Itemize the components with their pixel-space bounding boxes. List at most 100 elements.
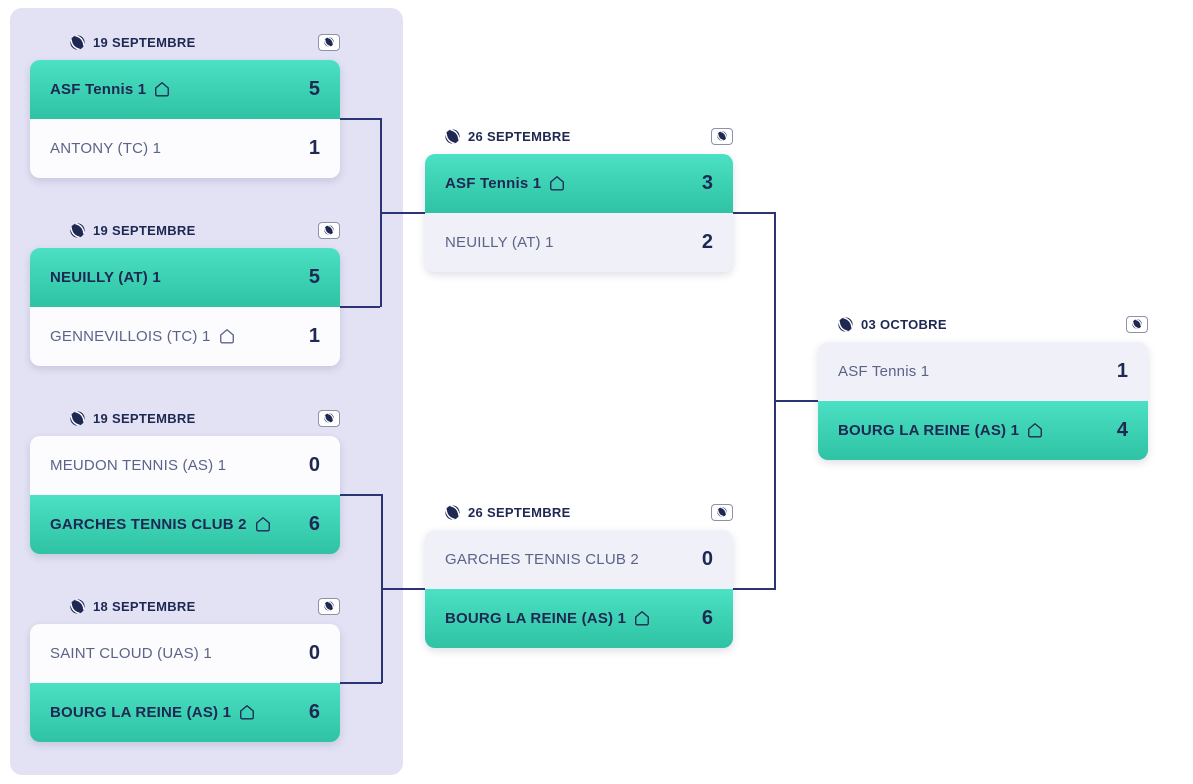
connector-line — [381, 588, 425, 590]
match-date: 19 SEPTEMBRE — [93, 34, 196, 50]
match-details-button[interactable] — [318, 33, 340, 51]
tennis-ball-icon — [324, 413, 334, 423]
team-score: 5 — [308, 78, 320, 100]
home-icon — [633, 610, 651, 627]
match-header: 26 SEPTEMBRE — [425, 126, 733, 146]
team-row[interactable]: BOURG LA REINE (AS) 1 6 — [30, 683, 340, 742]
team-name: ASF Tennis 1 — [838, 363, 930, 380]
home-icon — [153, 81, 171, 98]
match-card: SAINT CLOUD (UAS) 1 0 BOURG LA REINE (AS… — [30, 624, 340, 742]
connector-line — [340, 306, 380, 308]
connector-line — [340, 682, 382, 684]
tennis-ball-icon — [324, 37, 334, 47]
match-header: 19 SEPTEMBRE — [30, 220, 340, 240]
match-details-button[interactable] — [1126, 315, 1148, 333]
match-card: GARCHES TENNIS CLUB 2 0 BOURG LA REINE (… — [425, 530, 733, 648]
team-score: 0 — [308, 642, 320, 664]
match-date: 26 SEPTEMBRE — [468, 504, 571, 520]
match-date: 03 OCTOBRE — [861, 316, 947, 332]
match-card: ASF Tennis 1 3 NEUILLY (AT) 1 2 — [425, 154, 733, 272]
match-date: 19 SEPTEMBRE — [93, 410, 196, 426]
tennis-ball-icon — [70, 598, 85, 614]
tennis-ball-icon — [445, 504, 460, 520]
team-score: 3 — [701, 172, 713, 194]
team-score: 1 — [1116, 360, 1128, 382]
team-name: GARCHES TENNIS CLUB 2 — [445, 551, 639, 568]
team-score: 6 — [308, 513, 320, 535]
team-row[interactable]: BOURG LA REINE (AS) 1 4 — [818, 401, 1148, 460]
tennis-ball-icon — [70, 34, 85, 50]
connector-line — [733, 588, 775, 590]
team-name: NEUILLY (AT) 1 — [445, 234, 554, 251]
match-sf1: 26 SEPTEMBRE ASF Tennis 1 3 NEUILLY (AT)… — [425, 126, 733, 272]
match-card: ASF Tennis 1 1 BOURG LA REINE (AS) 1 4 — [818, 342, 1148, 460]
team-row[interactable]: BOURG LA REINE (AS) 1 6 — [425, 589, 733, 648]
match-details-button[interactable] — [318, 597, 340, 615]
team-score: 4 — [1116, 419, 1128, 441]
connector-line — [340, 118, 380, 120]
team-score: 1 — [308, 137, 320, 159]
team-row[interactable]: GARCHES TENNIS CLUB 2 6 — [30, 495, 340, 554]
tennis-ball-icon — [838, 316, 853, 332]
team-score: 6 — [308, 701, 320, 723]
team-row[interactable]: ASF Tennis 1 3 — [425, 154, 733, 213]
team-name: ANTONY (TC) 1 — [50, 140, 162, 157]
team-name: BOURG LA REINE (AS) 1 — [838, 422, 1020, 439]
team-score: 1 — [308, 325, 320, 347]
team-row[interactable]: MEUDON TENNIS (AS) 1 0 — [30, 436, 340, 495]
match-details-button[interactable] — [318, 409, 340, 427]
connector-line — [733, 212, 775, 214]
match-header: 03 OCTOBRE — [818, 314, 1148, 334]
match-final: 03 OCTOBRE ASF Tennis 1 1 BOURG LA REINE… — [818, 314, 1148, 460]
match-qf2: 19 SEPTEMBRE NEUILLY (AT) 1 5 GENNEVILLO… — [30, 220, 340, 366]
team-row[interactable]: NEUILLY (AT) 1 5 — [30, 248, 340, 307]
home-icon — [254, 516, 272, 533]
home-icon — [548, 175, 566, 192]
team-row[interactable]: GENNEVILLOIS (TC) 1 1 — [30, 307, 340, 366]
match-header: 19 SEPTEMBRE — [30, 32, 340, 52]
match-header: 18 SEPTEMBRE — [30, 596, 340, 616]
team-name: BOURG LA REINE (AS) 1 — [445, 610, 627, 627]
team-score: 6 — [701, 607, 713, 629]
team-score: 5 — [308, 266, 320, 288]
tennis-ball-icon — [70, 222, 85, 238]
tennis-ball-icon — [1132, 319, 1142, 329]
team-row[interactable]: ASF Tennis 1 1 — [818, 342, 1148, 401]
team-name: BOURG LA REINE (AS) 1 — [50, 704, 232, 721]
match-qf1: 19 SEPTEMBRE ASF Tennis 1 5 ANTONY (TC) … — [30, 32, 340, 178]
match-details-button[interactable] — [318, 221, 340, 239]
team-row[interactable]: ANTONY (TC) 1 1 — [30, 119, 340, 178]
connector-line — [380, 212, 425, 214]
team-score: 0 — [308, 454, 320, 476]
team-name: ASF Tennis 1 — [445, 175, 542, 192]
match-header: 26 SEPTEMBRE — [425, 502, 733, 522]
team-row[interactable]: ASF Tennis 1 5 — [30, 60, 340, 119]
match-details-button[interactable] — [711, 503, 733, 521]
tennis-ball-icon — [70, 410, 85, 426]
connector-line — [774, 400, 818, 402]
match-qf4: 18 SEPTEMBRE SAINT CLOUD (UAS) 1 0 BOURG… — [30, 596, 340, 742]
match-sf2: 26 SEPTEMBRE GARCHES TENNIS CLUB 2 0 BOU… — [425, 502, 733, 648]
tennis-ball-icon — [717, 131, 727, 141]
match-details-button[interactable] — [711, 127, 733, 145]
team-name: ASF Tennis 1 — [50, 81, 147, 98]
connector-line — [340, 494, 382, 496]
team-name: NEUILLY (AT) 1 — [50, 269, 161, 286]
team-row[interactable]: NEUILLY (AT) 1 2 — [425, 213, 733, 272]
tennis-ball-icon — [445, 128, 460, 144]
match-card: ASF Tennis 1 5 ANTONY (TC) 1 1 — [30, 60, 340, 178]
match-date: 18 SEPTEMBRE — [93, 598, 196, 614]
match-date: 19 SEPTEMBRE — [93, 222, 196, 238]
match-card: MEUDON TENNIS (AS) 1 0 GARCHES TENNIS CL… — [30, 436, 340, 554]
team-score: 2 — [701, 231, 713, 253]
match-card: NEUILLY (AT) 1 5 GENNEVILLOIS (TC) 1 1 — [30, 248, 340, 366]
team-row[interactable]: SAINT CLOUD (UAS) 1 0 — [30, 624, 340, 683]
team-score: 0 — [701, 548, 713, 570]
tennis-ball-icon — [324, 601, 334, 611]
tennis-ball-icon — [717, 507, 727, 517]
team-row[interactable]: GARCHES TENNIS CLUB 2 0 — [425, 530, 733, 589]
tennis-ball-icon — [324, 225, 334, 235]
match-date: 26 SEPTEMBRE — [468, 128, 571, 144]
team-name: GENNEVILLOIS (TC) 1 — [50, 328, 211, 345]
